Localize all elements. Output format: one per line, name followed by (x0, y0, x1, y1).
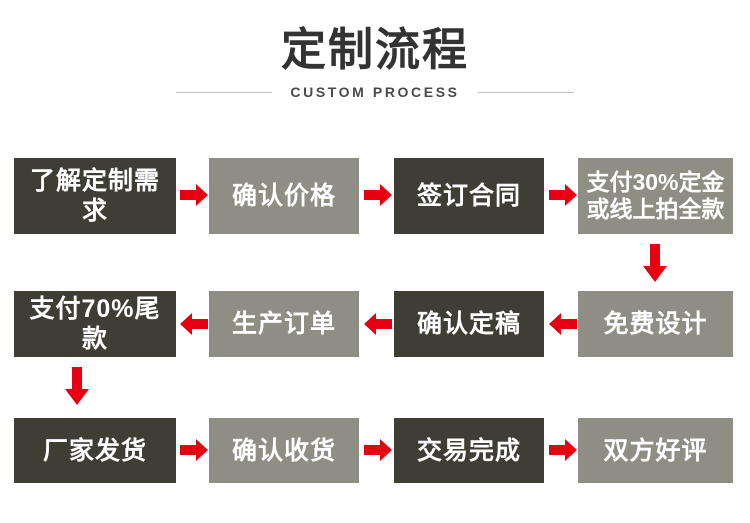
arrow-down-icon (641, 244, 669, 284)
subtitle-row: CUSTOM PROCESS (0, 84, 750, 100)
flow-step-box[interactable]: 了解定制需求 (14, 158, 176, 234)
flow-step-label: 支付70%尾款 (29, 295, 161, 353)
flow-step-label: 免费设计 (603, 310, 708, 338)
flow-step-box[interactable]: 免费设计 (578, 291, 733, 357)
flow-step-label: 确认价格 (231, 182, 336, 210)
flow-step-label: 了解定制需求 (29, 167, 160, 225)
arrow-right-icon (364, 436, 392, 464)
arrow-right-icon (180, 436, 208, 464)
page-header: 定制流程 CUSTOM PROCESS (0, 0, 750, 140)
arrow-right-icon (549, 181, 577, 209)
flow-step-box[interactable]: 厂家发货 (14, 418, 176, 483)
divider-right (477, 91, 574, 93)
arrow-down-icon (63, 367, 91, 407)
flow-step-label: 生产订单 (231, 310, 336, 338)
arrow-right-icon (364, 181, 392, 209)
arrow-right-icon (549, 436, 577, 464)
flow-step-label: 确认收货 (231, 436, 336, 465)
divider-left (176, 91, 273, 93)
flow-step-label: 厂家发货 (42, 436, 147, 465)
flow-step-label: 签订合同 (416, 182, 521, 210)
page-title: 定制流程 (280, 24, 469, 75)
flow-step-label: 交易完成 (416, 436, 521, 465)
page-subtitle: CUSTOM PROCESS (290, 84, 460, 100)
flow-step-label: 双方好评 (603, 436, 708, 465)
arrow-right-icon (180, 181, 208, 209)
flow-step-box[interactable]: 确认价格 (209, 158, 359, 234)
flow-step-box[interactable]: 支付30%定金 或线上拍全款 (578, 158, 733, 234)
flow-step-box[interactable]: 确认收货 (209, 418, 359, 483)
flow-step-box[interactable]: 生产订单 (209, 291, 359, 357)
arrow-left-icon (364, 310, 392, 338)
flow-step-box[interactable]: 交易完成 (394, 418, 544, 483)
arrow-left-icon (549, 310, 577, 338)
flow-step-box[interactable]: 支付70%尾款 (14, 291, 176, 357)
flow-step-box[interactable]: 双方好评 (578, 418, 733, 483)
flow-step-box[interactable]: 确认定稿 (394, 291, 544, 357)
arrow-left-icon (180, 310, 208, 338)
flow-step-box[interactable]: 签订合同 (394, 158, 544, 234)
flow-step-label: 支付30%定金 或线上拍全款 (586, 169, 725, 222)
flow-step-label: 确认定稿 (416, 310, 521, 338)
